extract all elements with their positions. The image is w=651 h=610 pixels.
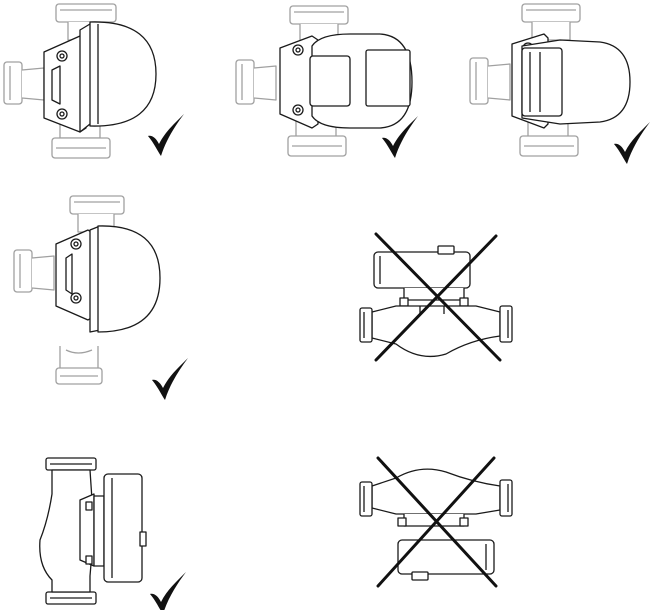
checkmark-icon [150,572,186,610]
panel-horizontal-motor-above [359,245,513,358]
checkmark-icon [152,358,188,400]
panel-vertical-motor-right [3,3,157,159]
panel-vertical-motor-right-lower-pipe-detached [13,195,161,385]
checkmark-icon [614,122,650,164]
checkmark-icon [148,114,184,156]
panel-vertical-motor-right-rotated [235,5,413,157]
panel-vertical-side-view [39,457,147,605]
cross-icon [374,232,502,362]
panel-vertical-motor-right-rotated-alt [469,3,631,157]
cross-icon [376,456,498,588]
panel-horizontal-motor-below [359,468,513,581]
